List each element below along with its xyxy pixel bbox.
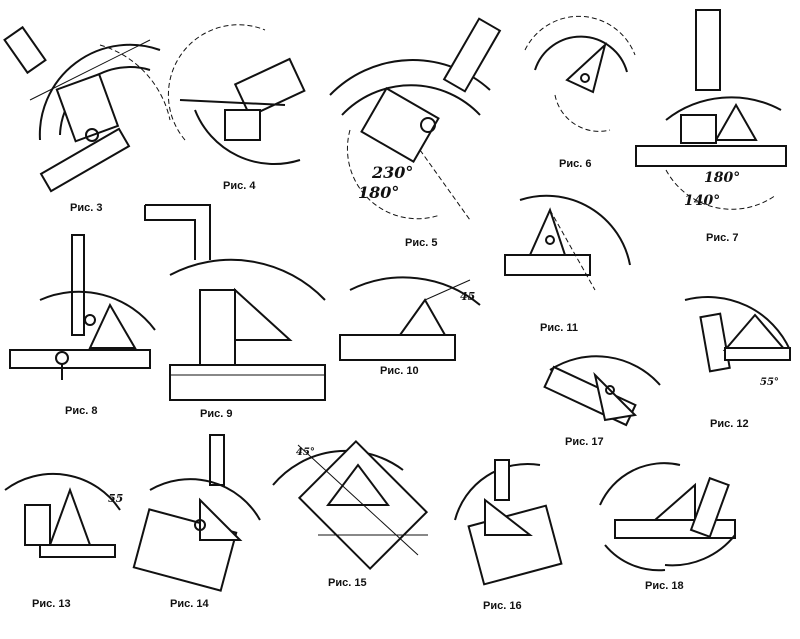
figure-9-protractor-drawing: Рис. 9	[140, 200, 340, 425]
figure-5-angle-a: 230°	[371, 163, 413, 182]
figure-15-angle-a: 45°	[296, 447, 315, 458]
figure-12-illustration: 55°	[684, 296, 791, 388]
figure-17-illustration	[543, 355, 661, 427]
figure-8-protractor-drawing: Рис. 8	[0, 230, 160, 420]
figure-6-illustration	[524, 15, 636, 132]
figure-13-angle-a: 55	[108, 492, 123, 505]
figure-5-protractor-drawing: 230° 180° Рис. 5	[320, 17, 520, 260]
figure-18-protractor-drawing: Рис. 18	[585, 445, 800, 600]
figure-3-caption: Рис. 3	[70, 202, 103, 214]
figure-12-angle-a: 55°	[760, 377, 779, 388]
figure-8-caption: Рис. 8	[65, 405, 98, 417]
figure-11-illustration	[504, 194, 631, 291]
figure-4-protractor-drawing: Рис. 4	[165, 10, 315, 200]
figure-5-caption: Рис. 5	[405, 237, 438, 249]
figure-10-caption: Рис. 10	[380, 365, 419, 377]
figure-7-illustration: 180° 140°	[635, 9, 787, 210]
figure-3-protractor-drawing: Рис. 3	[0, 0, 200, 220]
figure-11-caption: Рис. 11	[540, 322, 578, 334]
figure-17-caption: Рис. 17	[565, 436, 604, 448]
figure-13-caption: Рис. 13	[32, 598, 71, 610]
figure-18-caption: Рис. 18	[645, 580, 684, 592]
figure-15-protractor-drawing: 45° Рис. 15	[258, 425, 438, 595]
figure-5-illustration: 230° 180°	[329, 17, 502, 221]
figure-14-protractor-drawing: Рис. 14	[130, 430, 270, 615]
figure-14-caption: Рис. 14	[170, 598, 209, 610]
figure-4-caption: Рис. 4	[223, 180, 256, 192]
figure-10-protractor-drawing: 45 Рис. 10	[330, 260, 500, 385]
figure-13-illustration: 55	[4, 472, 123, 558]
figure-6-protractor-drawing: Рис. 6	[515, 10, 645, 170]
figure-15-caption: Рис. 15	[328, 577, 367, 589]
figure-10-angle-a: 45	[460, 290, 475, 303]
figure-3-illustration	[3, 25, 171, 193]
figure-9-caption: Рис. 9	[200, 408, 233, 420]
figure-16-caption: Рис. 16	[483, 600, 522, 612]
figure-12-protractor-drawing: 55° Рис. 12	[675, 260, 800, 435]
figure-16-protractor-drawing: Рис. 16	[445, 440, 570, 620]
figure-4-illustration	[167, 24, 306, 165]
figure-11-protractor-drawing: Рис. 11	[495, 170, 640, 340]
figure-16-illustration	[454, 459, 563, 586]
figure-9-illustration	[144, 204, 326, 401]
figure-14-illustration	[132, 434, 261, 592]
figure-8-illustration	[9, 234, 156, 380]
figure-12-caption: Рис. 12	[710, 418, 749, 430]
figure-17-protractor-drawing: Рис. 17	[535, 330, 670, 455]
figure-13-protractor-drawing: 55 Рис. 13	[0, 460, 160, 615]
figure-7-protractor-drawing: 180° 140° Рис. 7	[635, 9, 800, 245]
figure-7-caption: Рис. 7	[706, 232, 739, 244]
figure-15-illustration: 45°	[272, 439, 429, 571]
figure-18-illustration	[599, 462, 736, 572]
figure-7-angle-b: 140°	[684, 193, 720, 209]
figure-6-caption: Рис. 6	[559, 158, 592, 170]
figure-5-angle-b: 180°	[358, 183, 399, 202]
figure-7-angle-a: 180°	[704, 170, 740, 186]
figure-10-illustration: 45	[339, 276, 481, 361]
